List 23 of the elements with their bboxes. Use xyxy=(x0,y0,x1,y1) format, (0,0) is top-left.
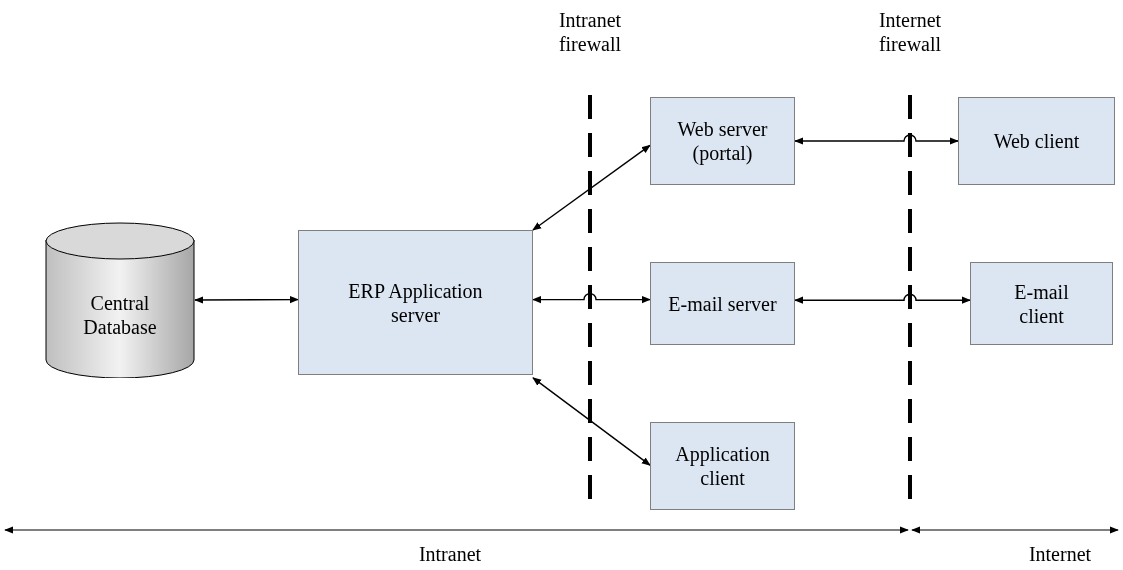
arrow xyxy=(194,296,299,304)
node-label: E-mail server xyxy=(668,291,777,316)
node-label: E-mail client xyxy=(1013,279,1070,328)
client-box xyxy=(970,262,1113,345)
arrow xyxy=(532,144,651,231)
node-label: Application client xyxy=(674,442,771,490)
node-label: Web client xyxy=(993,129,1080,153)
arrow xyxy=(532,292,651,304)
node-label: Web server (portal) xyxy=(676,117,769,165)
server-box xyxy=(650,97,795,185)
arrow xyxy=(794,134,959,145)
zone-label: Intranet xyxy=(417,542,483,566)
zone-label: Internet xyxy=(1027,542,1093,566)
firewall-label: Internet firewall xyxy=(877,8,943,56)
client-box xyxy=(958,97,1115,185)
client-box xyxy=(650,422,795,510)
arrow xyxy=(532,377,651,466)
node-label: Central Database xyxy=(82,291,158,339)
node-label: ERP Application server xyxy=(347,278,484,327)
firewall-label: Intranet firewall xyxy=(557,8,623,56)
application-server-box xyxy=(298,230,533,375)
arrow xyxy=(794,293,971,304)
server-box xyxy=(650,262,795,345)
